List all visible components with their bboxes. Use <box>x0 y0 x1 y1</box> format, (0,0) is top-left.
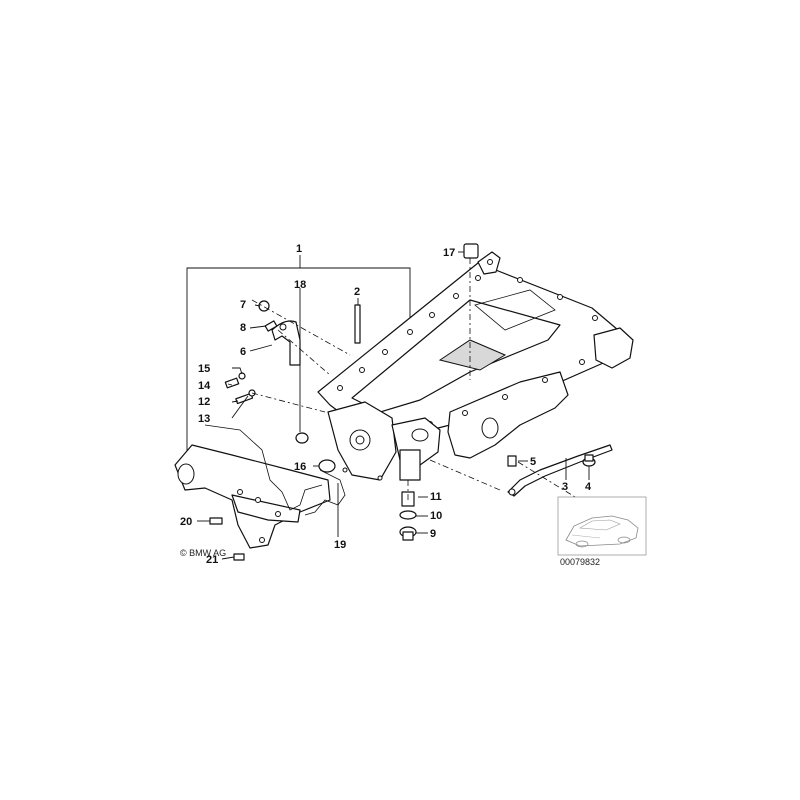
label-4: 4 <box>585 481 592 493</box>
label-11: 11 <box>430 491 442 503</box>
dipstick-tube <box>507 444 613 497</box>
label-9: 9 <box>430 528 436 540</box>
clip-4 <box>582 454 596 467</box>
drain-plug <box>399 526 417 541</box>
label-1: 1 <box>296 243 302 255</box>
callout-labels: 1 18 2 17 7 8 6 15 14 12 13 16 11 10 9 5… <box>180 243 592 566</box>
bolt-8 <box>264 320 278 332</box>
lower-bridge <box>174 444 331 549</box>
bolt-20 <box>209 517 223 525</box>
front-cover <box>327 401 441 481</box>
label-12: 12 <box>198 396 210 408</box>
sleeve-18 <box>295 432 309 444</box>
label-17: 17 <box>443 247 455 259</box>
drain-boss-hole <box>481 417 499 439</box>
label-13: 13 <box>198 413 210 425</box>
label-7: 7 <box>240 299 246 311</box>
label-5: 5 <box>530 456 536 468</box>
label-20: 20 <box>180 516 192 528</box>
pipe-part <box>271 320 301 366</box>
label-14: 14 <box>198 380 211 392</box>
o-ring <box>258 300 270 312</box>
leader-lines <box>197 251 590 560</box>
dowel-pin <box>354 304 361 344</box>
gasket <box>204 424 323 511</box>
car-thumbnail <box>557 496 647 556</box>
label-18: 18 <box>294 279 306 291</box>
bolt-5 <box>507 455 517 467</box>
image-number: 00079832 <box>560 557 600 567</box>
label-10: 10 <box>430 510 442 522</box>
label-19: 19 <box>334 539 346 551</box>
sleeve-16 <box>318 459 336 473</box>
label-6: 6 <box>240 346 246 358</box>
label-3: 3 <box>562 481 568 493</box>
label-21: 21 <box>206 554 218 566</box>
oil-pan <box>317 251 634 459</box>
plug-17 <box>463 243 479 259</box>
bolt-21 <box>233 553 245 561</box>
label-15: 15 <box>198 363 210 375</box>
assembly-lines <box>251 258 581 501</box>
label-2: 2 <box>354 286 360 298</box>
drain-seal <box>399 510 417 520</box>
bolt-14 <box>224 377 240 389</box>
copyright-text: © BMW AG <box>180 548 226 558</box>
label-8: 8 <box>240 322 246 334</box>
label-16: 16 <box>294 461 306 473</box>
